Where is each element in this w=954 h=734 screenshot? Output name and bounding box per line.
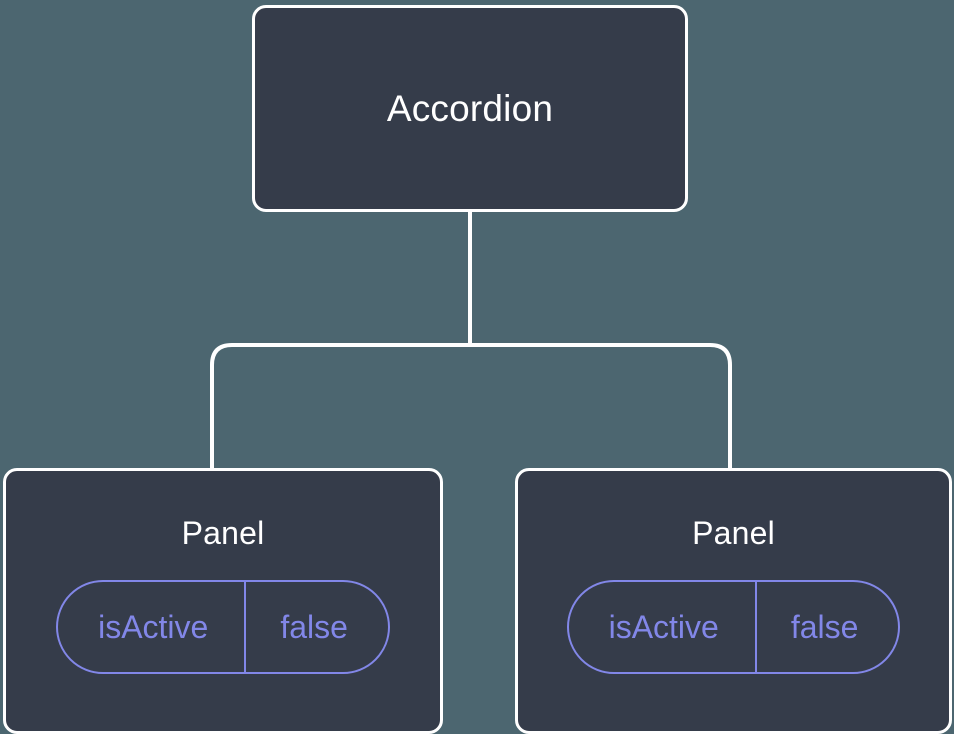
node-panel-left-label: Panel [181, 515, 265, 551]
connector-path-right-branch [709, 343, 732, 468]
prop-pill-right[interactable]: isActive false [566, 580, 901, 674]
prop-key-is-active-right: isActive [608, 609, 719, 645]
node-panel-right-label: Panel [692, 515, 775, 551]
prop-value-is-active-left: false [244, 582, 388, 672]
node-panel-right[interactable]: Panel isActive false [515, 468, 952, 734]
node-accordion-label: Accordion [386, 88, 554, 129]
prop-pill-left[interactable]: isActive false [56, 580, 390, 674]
connector-path-left-branch [210, 343, 233, 468]
prop-key-is-active-left: isActive [98, 609, 209, 645]
prop-value-is-active-right: false [754, 582, 899, 672]
connector-path-root-to-children [232, 212, 710, 347]
node-accordion[interactable]: Accordion [252, 5, 688, 212]
node-panel-left[interactable]: Panel isActive false [3, 468, 443, 734]
